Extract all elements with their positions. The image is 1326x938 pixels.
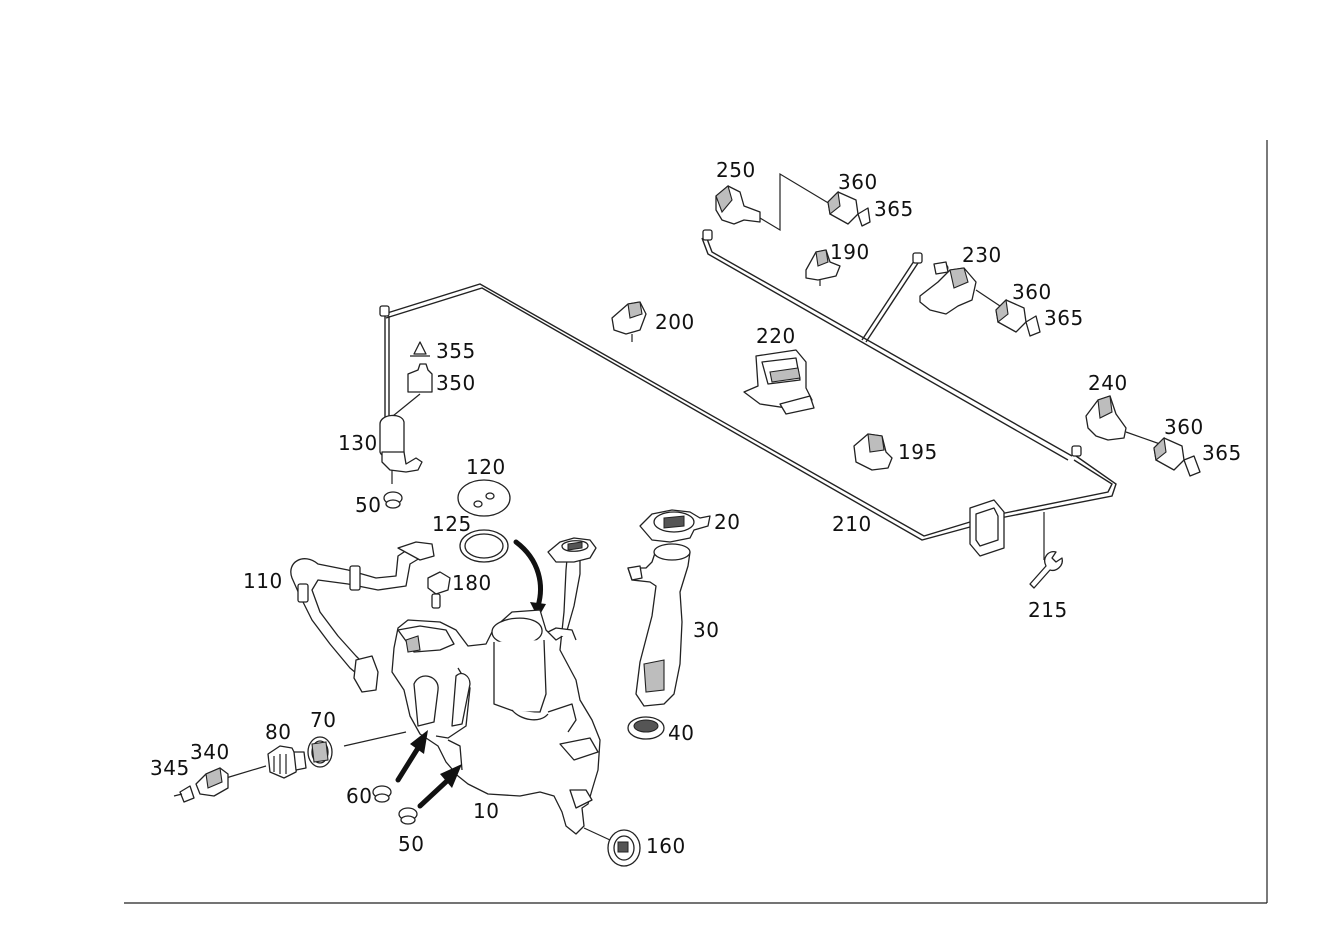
jet-360-top [827,190,871,227]
label-50-bottom: 50 [398,832,424,856]
jet-360-mid [995,298,1041,337]
nozzle-250 [715,172,831,232]
label-345: 345 [150,756,190,780]
frame [124,140,1268,904]
reservoir-10 [391,537,601,835]
grommet-215 [969,499,1045,560]
label-240: 240 [1088,371,1128,395]
wrench-icon [1029,551,1063,589]
clip-200 [611,301,647,342]
cover-120 [457,479,511,517]
label-110: 110 [243,569,283,593]
label-355: 355 [436,339,476,363]
label-60: 60 [346,784,372,808]
clip-190 [805,249,841,286]
connector-340 [195,765,267,797]
clip-195 [853,433,893,471]
cap-355 [410,341,430,357]
bracket-220 [743,349,815,415]
label-210: 210 [832,512,872,536]
label-160: 160 [646,834,686,858]
label-195: 195 [898,440,938,464]
cap-345 [173,785,195,803]
label-365-right: 365 [1202,441,1242,465]
label-340: 340 [190,740,230,764]
plug-160 [583,827,641,867]
label-250: 250 [716,158,756,182]
label-220: 220 [756,324,796,348]
label-190: 190 [830,240,870,264]
label-230: 230 [962,243,1002,267]
grommet-40 [627,716,665,740]
label-360-top: 360 [838,170,878,194]
grommet-50-bottom [398,807,418,825]
label-50-top: 50 [355,493,381,517]
label-365-top: 365 [874,197,914,221]
filler-neck-30 [627,543,691,707]
label-20: 20 [714,510,740,534]
label-350: 350 [436,371,476,395]
pump-130 [379,393,423,484]
label-180: 180 [452,571,492,595]
label-360-right: 360 [1164,415,1204,439]
label-215: 215 [1028,598,1068,622]
arrow-50 [417,764,462,809]
nozzle-230 [919,261,1001,315]
seal-350 [407,363,433,393]
bolt-180 [427,571,451,609]
grommet-50-top [383,491,403,509]
hose-110 [290,541,435,693]
label-365-mid: 365 [1044,306,1084,330]
label-80: 80 [265,720,291,744]
cap-20 [639,509,711,543]
sensor-80 [267,745,307,779]
arrow-125 [513,539,546,618]
jet-360-right [1153,436,1201,477]
label-200: 200 [655,310,695,334]
label-40: 40 [668,721,694,745]
grommet-60 [372,785,392,803]
arrow-60 [395,730,428,783]
label-10: 10 [473,799,499,823]
part-labels: 250 360 365 190 230 360 365 200 220 355 … [150,158,1242,858]
label-30: 30 [693,618,719,642]
label-70: 70 [310,708,336,732]
label-120: 120 [466,455,506,479]
seal-70 [307,731,407,768]
label-360-mid: 360 [1012,280,1052,304]
label-130: 130 [338,431,378,455]
label-125: 125 [432,512,472,536]
nozzle-240 [1085,395,1161,445]
hose-210 [379,229,1117,541]
seal-125 [459,529,509,563]
